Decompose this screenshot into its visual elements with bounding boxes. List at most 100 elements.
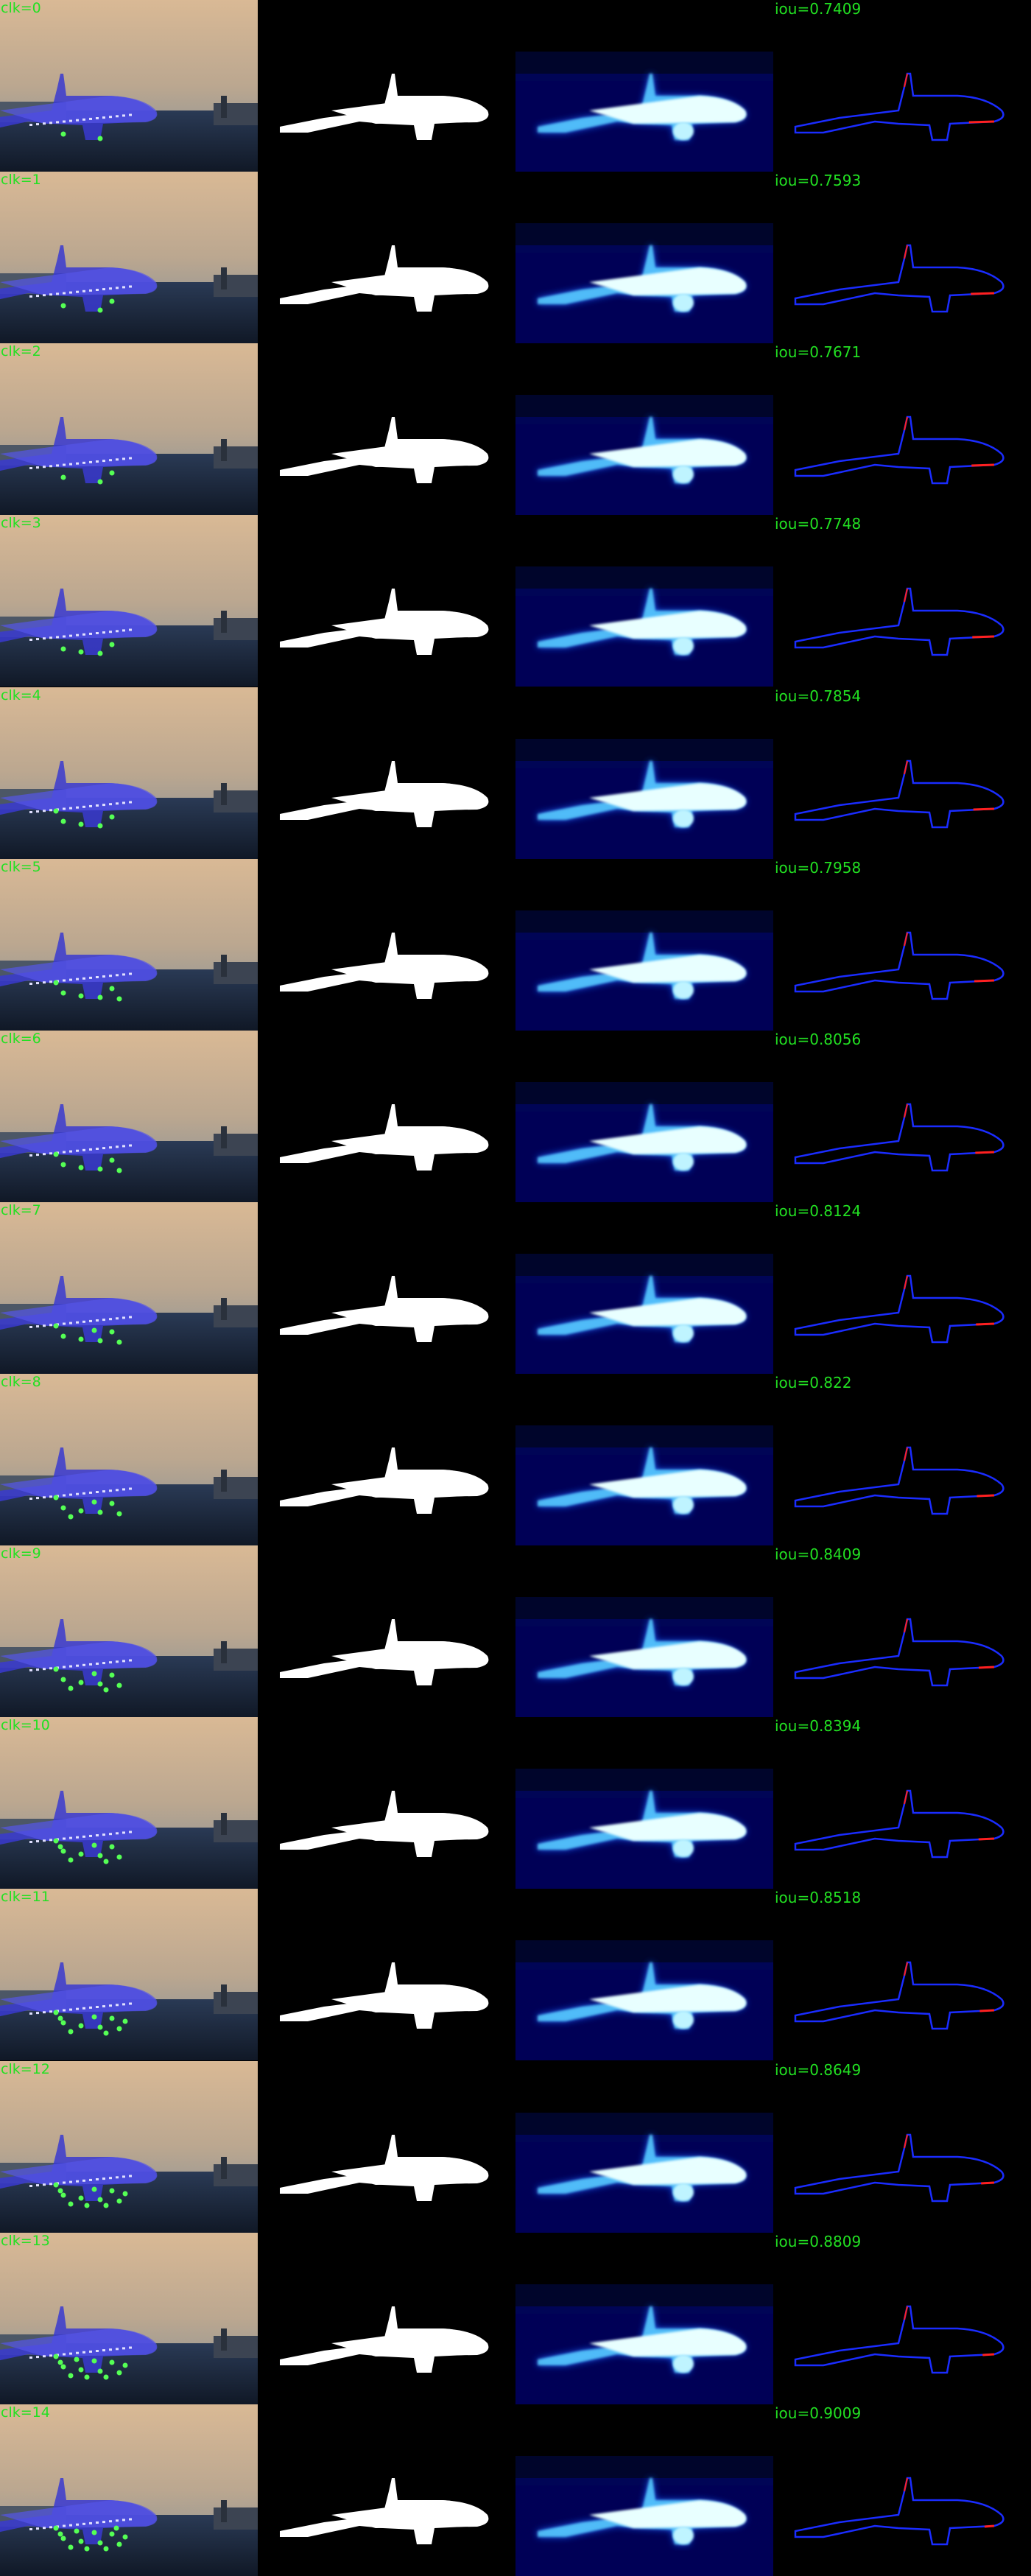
click-point-marker xyxy=(53,2525,59,2531)
error-contour-panel xyxy=(773,515,1031,687)
error-contour-panel xyxy=(773,2404,1031,2576)
predicted-mask xyxy=(258,0,516,172)
click-point-marker xyxy=(91,1842,97,1848)
click-point-marker xyxy=(78,1508,84,1514)
click-point-marker xyxy=(68,1857,74,1863)
click-point-marker xyxy=(60,1162,66,1168)
probability-heatmap-panel xyxy=(516,1717,773,1889)
input-image-panel xyxy=(0,172,258,344)
airplane-photo-overlay xyxy=(0,2232,258,2404)
click-point-marker xyxy=(103,1687,109,1693)
error-contour xyxy=(773,172,1031,344)
error-contour xyxy=(773,687,1031,859)
click-point-marker xyxy=(97,136,103,141)
predicted-mask xyxy=(258,343,516,516)
probability-heatmap-panel xyxy=(516,687,773,859)
error-contour xyxy=(773,1201,1031,1374)
click-point-marker xyxy=(78,2023,84,2029)
predicted-mask xyxy=(258,2404,516,2576)
predicted-mask-panel xyxy=(258,1374,516,1546)
input-image-panel xyxy=(0,515,258,687)
probability-heatmap xyxy=(516,1545,773,1718)
click-count-label: clk=13 xyxy=(1,2232,50,2249)
click-point-marker xyxy=(84,2546,90,2552)
click-point-marker xyxy=(116,2026,122,2032)
click-point-marker xyxy=(97,479,103,485)
click-point-marker xyxy=(97,2540,103,2546)
probability-heatmap xyxy=(516,1201,773,1374)
error-contour xyxy=(773,1030,1031,1202)
click-point-marker xyxy=(103,2030,109,2036)
click-count-label: clk=11 xyxy=(1,1889,50,1906)
click-point-marker xyxy=(116,2198,122,2204)
airplane-photo-overlay xyxy=(0,1545,258,1718)
click-point-marker xyxy=(109,642,115,647)
click-point-marker xyxy=(60,2192,66,2198)
predicted-mask xyxy=(258,858,516,1031)
click-point-marker xyxy=(109,470,115,476)
click-point-marker xyxy=(109,2188,115,2194)
click-point-marker xyxy=(109,2015,115,2021)
error-contour xyxy=(773,0,1031,172)
click-count-label: clk=3 xyxy=(1,515,41,532)
click-point-marker xyxy=(109,1329,115,1335)
click-point-marker xyxy=(53,1495,59,1501)
predicted-mask xyxy=(258,1201,516,1374)
predicted-mask xyxy=(258,1545,516,1718)
error-contour-panel xyxy=(773,172,1031,344)
predicted-mask-panel xyxy=(258,172,516,344)
input-image-panel xyxy=(0,1374,258,1546)
airplane-photo-overlay xyxy=(0,858,258,1031)
input-image-panel xyxy=(0,1889,258,2061)
click-point-marker xyxy=(109,298,115,304)
iou-label: iou=0.7409 xyxy=(775,0,862,18)
click-point-marker xyxy=(116,1682,122,1688)
probability-heatmap xyxy=(516,2060,773,2233)
click-point-marker xyxy=(84,2203,90,2208)
airplane-photo-overlay xyxy=(0,1201,258,1374)
error-contour xyxy=(773,1374,1031,1546)
click-point-marker xyxy=(97,994,103,1000)
predicted-mask xyxy=(258,1717,516,1889)
click-point-marker xyxy=(116,2370,122,2376)
click-point-marker xyxy=(116,996,122,1002)
airplane-photo-overlay xyxy=(0,1717,258,1889)
click-point-marker xyxy=(78,649,84,655)
click-point-marker xyxy=(109,2359,115,2365)
iou-label: iou=0.822 xyxy=(775,1374,852,1392)
click-point-marker xyxy=(78,2195,84,2201)
error-contour-panel xyxy=(773,858,1031,1031)
error-contour xyxy=(773,2060,1031,2233)
error-contour xyxy=(773,858,1031,1031)
error-contour-panel xyxy=(773,1889,1031,2061)
error-contour-panel xyxy=(773,2060,1031,2233)
click-point-marker xyxy=(84,2374,90,2380)
click-point-marker xyxy=(103,2374,109,2380)
error-contour xyxy=(773,1717,1031,1889)
input-image-panel xyxy=(0,0,258,172)
click-point-marker xyxy=(78,821,84,827)
error-contour xyxy=(773,515,1031,687)
predicted-mask-panel xyxy=(258,1717,516,1889)
click-point-marker xyxy=(60,818,66,824)
predicted-mask xyxy=(258,2232,516,2404)
airplane-photo-overlay xyxy=(0,172,258,344)
error-contour xyxy=(773,1545,1031,1718)
probability-heatmap xyxy=(516,2404,773,2576)
click-point-marker xyxy=(60,131,66,137)
probability-heatmap xyxy=(516,687,773,859)
error-contour-panel xyxy=(773,1201,1031,1374)
probability-heatmap xyxy=(516,515,773,687)
click-point-marker xyxy=(57,2015,63,2021)
click-count-label: clk=10 xyxy=(1,1717,50,1734)
click-point-marker xyxy=(97,1509,103,1515)
probability-heatmap-panel xyxy=(516,1545,773,1718)
click-point-marker xyxy=(68,1514,74,1520)
predicted-mask-panel xyxy=(258,858,516,1031)
input-image-panel xyxy=(0,2404,258,2576)
